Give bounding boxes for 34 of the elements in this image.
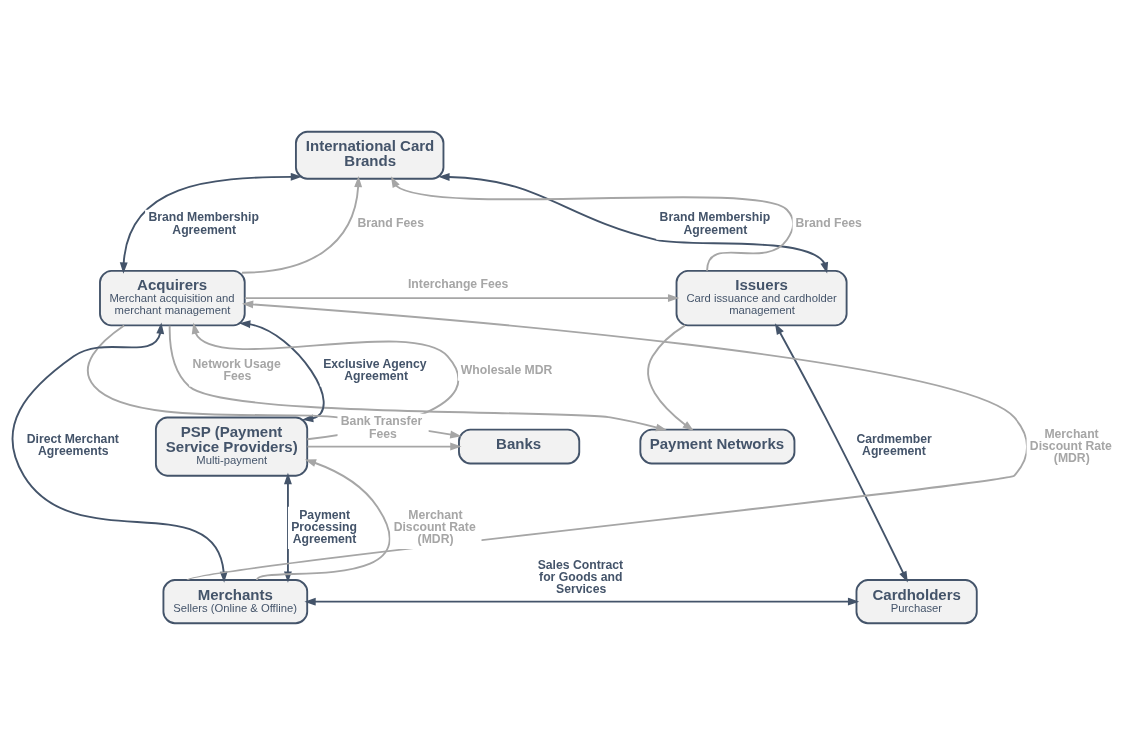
arrow (304, 597, 860, 606)
edge-label: Network Usage Fees (192, 356, 281, 383)
node-box: Banks (458, 428, 581, 464)
edge-label: Sales Contract for Goods and Services (537, 557, 624, 596)
node-box: Payment Networks (639, 428, 796, 464)
arrow (438, 172, 829, 274)
edge-label: Payment Processing Agreement (291, 507, 358, 546)
node-box: Issuers Card issuance and cardholder management (675, 269, 848, 326)
edge-label: Cardmember Agreement (856, 431, 932, 458)
edge-label: Interchange Fees (407, 276, 509, 291)
arrow (390, 175, 795, 272)
edge-label: Merchant Discount Rate (MDR) (393, 507, 476, 546)
node-box: Acquirers Merchant acquisition and merchant management (99, 269, 246, 326)
arrow (119, 172, 303, 274)
edge-label: Merchant Discount Rate (MDR) (1029, 426, 1112, 465)
edge-label: Exclusive Agency Agreement (323, 356, 427, 383)
edge-label: Wholesale MDR (460, 362, 553, 377)
arrow (243, 293, 680, 302)
node-box: International Card Brands (295, 130, 445, 180)
edge-label: Brand Membership Agreement (659, 209, 771, 237)
arrow (239, 319, 325, 422)
arrow (306, 442, 462, 451)
arrow (168, 324, 668, 431)
edge-label: Brand Fees (357, 215, 424, 230)
node-box: Merchants Sellers (Online & Offline) (162, 578, 309, 624)
node-box: PSP (Payment Service Providers) Multi-payment (154, 416, 309, 477)
edge-label: Bank Transfer Fees (340, 413, 423, 441)
edge-label: Direct Merchant Agreements (26, 431, 119, 458)
edge-label: Brand Fees (795, 215, 862, 230)
node-box: Cardholders Purchaser (855, 578, 978, 624)
arrow (774, 322, 908, 583)
edge-label: Brand Membership Agreement (148, 209, 259, 237)
arrow (647, 323, 694, 431)
arrow (240, 175, 363, 274)
